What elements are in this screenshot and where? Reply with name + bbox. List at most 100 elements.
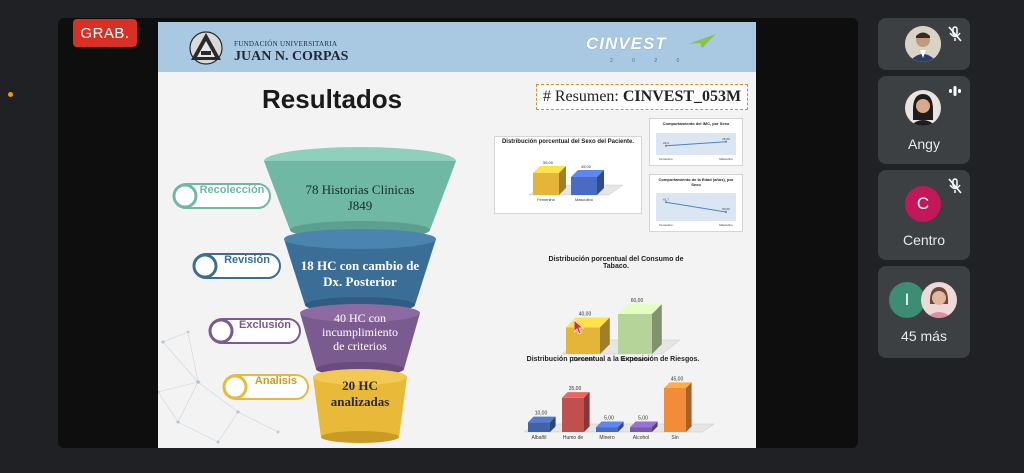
- data-label: 55,00: [543, 160, 554, 165]
- slide-title: Resultados: [262, 84, 403, 114]
- category-label: Minero: [599, 435, 615, 441]
- stage-text-analisis: Analisis: [254, 375, 298, 387]
- bar-top: [618, 304, 662, 314]
- bar-Sin: [664, 388, 686, 432]
- series-line: [665, 141, 727, 147]
- funnel-tier-recoleccion: [264, 161, 456, 230]
- bar-top: [562, 392, 590, 398]
- funnel-text-2-line1: 18 HC con cambio de: [300, 258, 420, 273]
- funnel-text-1-line2: J849: [347, 198, 373, 213]
- chart-riesgos: Distribución porcentual a la Exposición …: [508, 354, 718, 365]
- funnel-text-2-line2: Dx. Posterior: [323, 274, 397, 289]
- results-funnel: [172, 147, 456, 443]
- network-decoration: [158, 330, 280, 444]
- data-label: 60,00: [631, 298, 644, 304]
- funnel-text-3-line2: incumplimiento: [322, 325, 398, 339]
- bar-No Consume: [618, 314, 652, 354]
- data-label: 45,00: [581, 164, 592, 169]
- participant-name-centro: Centro: [902, 232, 946, 248]
- participant-avatar-1: [905, 26, 941, 62]
- funnel-text-1-line1: 78 Historias Clinicas: [305, 182, 415, 197]
- data-label: 35,00: [569, 386, 582, 392]
- chart-tabaco-title: Distribución porcentual del Consumo de T…: [548, 256, 684, 270]
- category-label: Femenino: [537, 197, 556, 202]
- brand-year: 2 0 2 0: [610, 58, 689, 64]
- bar-top: [571, 170, 604, 177]
- bar-side: [652, 421, 658, 432]
- bar-top: [664, 382, 692, 388]
- participant-tile-more[interactable]: I 45 más: [878, 266, 970, 358]
- summary-box: # Resumen: CINVEST_053M: [536, 84, 748, 110]
- data-label: 61,7: [663, 197, 669, 201]
- data-label: 40,00: [579, 312, 592, 318]
- data-label: 45,00: [671, 376, 684, 382]
- data-point: [665, 201, 667, 204]
- stage-text-exclusion: Exclusión: [239, 319, 291, 331]
- participant-avatar-angy: [905, 90, 941, 126]
- funnel-tier-exclusion: [300, 313, 420, 369]
- funnel-text-4-line2: analizadas: [330, 394, 390, 409]
- participant-tile-1[interactable]: [878, 18, 970, 70]
- bar-side: [550, 416, 556, 432]
- stage-label-exclusion: [208, 318, 301, 344]
- bar-top: [630, 421, 658, 428]
- funnel-text-3: 40 HC con incumplimiento de criterios: [300, 311, 420, 353]
- data-label: 5,00: [638, 416, 648, 422]
- category-label: Femenino: [659, 157, 673, 161]
- stage-label-recoleccion: [172, 183, 271, 209]
- bar-top: [533, 166, 566, 173]
- data-point: [665, 144, 667, 147]
- chart-sexo-title: Distribución porcentual del Sexo del Pac…: [501, 139, 635, 145]
- person-photo-icon: [921, 282, 957, 318]
- bar-side: [686, 382, 692, 432]
- institution-name: JUAN N. CORPAS: [234, 49, 349, 64]
- paper-plane-icon: [688, 34, 716, 48]
- funnel-tier-revision: [284, 239, 436, 305]
- participant-avatar-centro: C: [905, 186, 941, 222]
- category-label: No Consume: [620, 357, 649, 363]
- data-label: 5,00: [604, 416, 614, 422]
- slide-header: [158, 22, 756, 72]
- cursor-icon: [574, 320, 584, 334]
- bar-Alcohol: [630, 427, 652, 432]
- category-label: Masculino: [575, 197, 594, 202]
- funnel-tier-analisis: [313, 377, 407, 437]
- stage-label-analisis: [222, 374, 309, 400]
- mic-off-icon: [948, 26, 962, 42]
- cinvest-logo: CINVEST: [586, 34, 667, 53]
- funnel-text-1: 78 Historias Clinicas J849: [280, 182, 440, 214]
- category-label: Masculino: [719, 223, 733, 227]
- funnel-text-4-line1: 20 HC: [342, 378, 378, 393]
- speaking-indicator-icon: [949, 86, 961, 96]
- chart-edad-title: Comportamiento de la Edad (años), por Se…: [658, 177, 734, 187]
- institution-subtitle: FUNDACIÓN UNIVERSITARIA: [234, 40, 338, 48]
- participant-avatar-i: I: [889, 282, 925, 318]
- participant-tile-centro[interactable]: C Centro: [878, 170, 970, 260]
- category-label: Masculino: [719, 157, 733, 161]
- stage-label-revision: [192, 253, 281, 279]
- bar-side: [600, 317, 610, 354]
- category-label: Albañil: [531, 435, 546, 441]
- chart-edad: Comportamiento de la Edad (años), por Se…: [649, 174, 743, 232]
- bar-Humo de: [562, 397, 584, 432]
- person-photo-icon: [905, 26, 941, 62]
- university-logo: [189, 31, 223, 65]
- bar-top: [528, 416, 556, 423]
- presentation-slide: FUNDACIÓN UNIVERSITARIA JUAN N. CORPAS C…: [158, 22, 756, 448]
- participant-tile-angy[interactable]: Angy: [878, 76, 970, 164]
- bar-Femenino: [533, 173, 559, 195]
- bar-side: [652, 304, 662, 354]
- summary-code: CINVEST_053M: [622, 88, 742, 105]
- participant-name-angy: Angy: [908, 136, 940, 152]
- bar-side: [584, 392, 590, 432]
- data-label: 10,00: [535, 411, 548, 417]
- category-label: Consume: [572, 357, 594, 363]
- stage-text-revision: Revisión: [224, 254, 270, 266]
- bar-Consume: [566, 327, 600, 354]
- data-point: [725, 211, 727, 214]
